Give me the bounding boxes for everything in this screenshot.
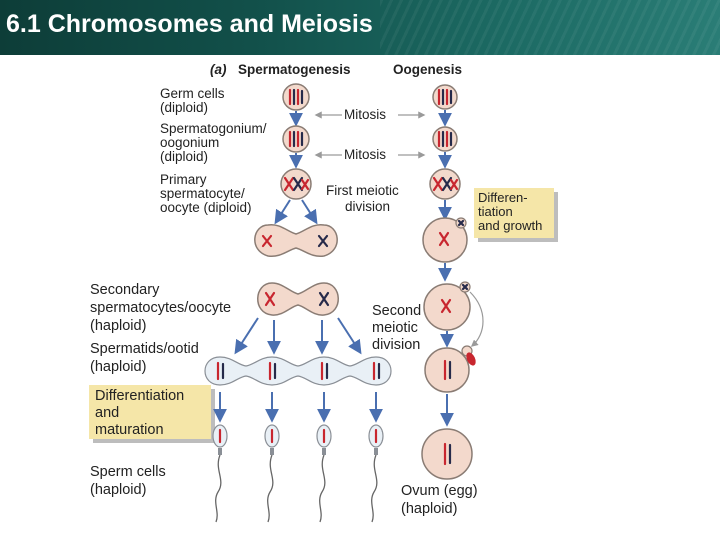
meiosis-diagram: (a) Spermatogenesis Oogenesis Germ cells… [89,62,558,523]
svg-text:Spermatogonium/: Spermatogonium/ [160,121,267,136]
svg-text:and growth: and growth [478,218,542,233]
spermatogenesis-heading: Spermatogenesis [238,62,351,77]
differentiation-maturation-box [89,385,211,439]
svg-text:Sperm cells: Sperm cells [90,464,166,480]
differentiation-maturation-label: Differentiation and maturation [95,388,184,438]
svg-text:tiation: tiation [478,204,513,219]
mitosis-label-2: Mitosis [344,147,386,162]
svg-text:(haploid): (haploid) [90,359,146,375]
spermatid-cells [204,356,392,386]
svg-text:First meiotic: First meiotic [326,183,399,198]
slide-title: 6.1 Chromosomes and Meiosis [6,10,373,38]
svg-text:meiotic: meiotic [372,320,418,336]
svg-text:Differentiation: Differentiation [95,388,184,404]
secondary-spermatocytes-label: Secondary spermatocytes/oocyte (haploid) [90,282,231,334]
svg-text:(diploid): (diploid) [160,100,208,115]
svg-text:maturation: maturation [95,422,164,438]
svg-text:Differen-: Differen- [478,190,528,205]
svg-text:Germ cells: Germ cells [160,86,225,101]
secondary-oocyte-cell [423,281,471,331]
dividing-primary-cell [254,223,338,258]
secondary-spermatocyte-cells [257,282,339,316]
svg-text:(haploid): (haploid) [90,482,146,498]
svg-text:(diploid): (diploid) [160,149,208,164]
primary-oocyte-cell [429,168,461,200]
germ-cell-left [282,83,310,111]
svg-text:division: division [345,199,390,214]
spermatids-label: Spermatids/ootid (haploid) [90,341,199,375]
second-meiotic-division-label: Second meiotic division [372,303,421,353]
sperm-cells [212,424,384,523]
primary-spermatocyte-cell [280,168,312,200]
svg-text:and: and [95,405,119,421]
germ-cells-label: Germ cells (diploid) [160,86,225,115]
svg-text:Secondary: Secondary [90,282,160,298]
differentiation-growth-label: Differen- tiation and growth [478,190,542,233]
svg-text:spermatocyte/: spermatocyte/ [160,186,245,201]
svg-text:spermatocytes/oocyte: spermatocytes/oocyte [90,300,231,316]
svg-text:Second: Second [372,303,421,319]
svg-text:division: division [372,337,420,353]
primary-spermatocyte-label: Primary spermatocyte/ oocyte (diploid) [160,172,252,215]
differentiation-growth-box [474,188,554,238]
svg-text:oocyte (diploid): oocyte (diploid) [160,200,252,215]
germ-cell-right [432,84,458,110]
title-bar: 6.1 Chromosomes and Meiosis [0,0,720,55]
svg-text:oogonium: oogonium [160,135,219,150]
oogenesis-heading: Oogenesis [393,62,462,77]
spermatogonium-cell [282,125,310,153]
panel-label: (a) [210,62,227,77]
svg-text:Ovum (egg): Ovum (egg) [401,483,478,499]
grown-oocyte-cell [422,217,468,263]
svg-text:(haploid): (haploid) [90,318,146,334]
first-meiotic-division-label: First meiotic division [326,183,399,214]
oogonium-cell [432,126,458,152]
ovum-cell [421,428,473,480]
ootid-cell [424,345,476,393]
ovum-label: Ovum (egg) (haploid) [401,483,478,517]
mitosis-label-1: Mitosis [344,107,386,122]
sperm-cells-label: Sperm cells (haploid) [90,464,166,498]
svg-text:Primary: Primary [160,172,207,187]
svg-text:(haploid): (haploid) [401,501,457,517]
svg-text:Spermatids/ootid: Spermatids/ootid [90,341,199,357]
spermatogonium-label: Spermatogonium/ oogonium (diploid) [160,121,267,164]
